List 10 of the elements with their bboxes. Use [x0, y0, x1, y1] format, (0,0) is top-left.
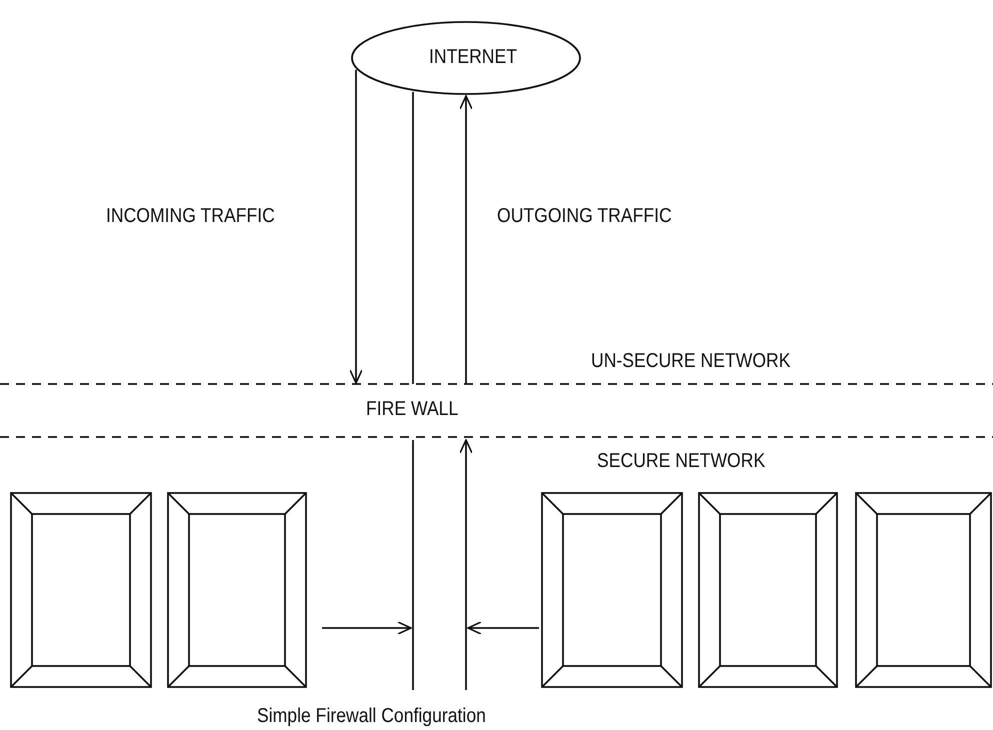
- arrow: [322, 621, 412, 635]
- zone-label: UN-SECURE NETWORK: [591, 350, 790, 373]
- zone-label: SECURE NETWORK: [597, 450, 766, 473]
- traffic-line: [412, 92, 414, 384]
- arrow: [349, 70, 363, 384]
- arrow: [467, 621, 539, 635]
- arrow: [459, 95, 473, 384]
- node-label: INTERNET: [429, 46, 517, 69]
- zone-label: FIRE WALL: [366, 398, 458, 421]
- caption: Simple Firewall Configuration: [257, 705, 486, 728]
